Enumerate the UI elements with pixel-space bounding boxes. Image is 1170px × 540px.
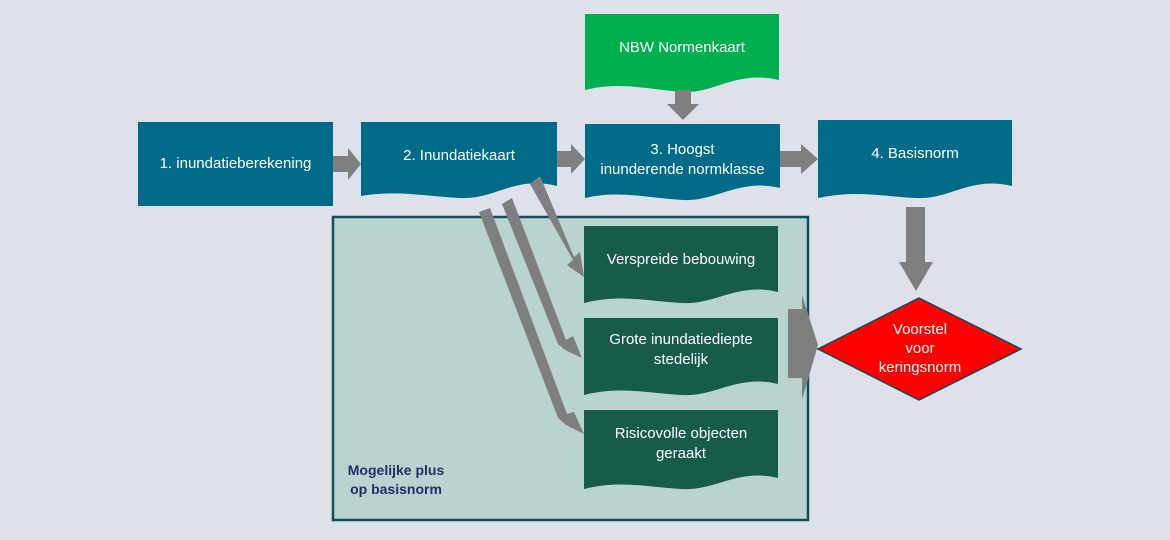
step1-shape — [138, 122, 333, 206]
verspreide-shape — [584, 226, 778, 304]
mogelijke-plus-label: Mogelijke plus op basisnorm — [340, 461, 452, 499]
arrow-step1-to-step2 — [333, 148, 361, 180]
group-label-line1: Mogelijke plus — [347, 462, 445, 478]
arrow-normenkaart-to-step3 — [667, 90, 699, 120]
arrow-step2-to-verspreide — [530, 176, 584, 277]
step3-shape — [585, 124, 780, 201]
arrow-step4-to-voorstel — [899, 207, 933, 291]
arrow-step2-to-grote — [502, 198, 582, 358]
arrow-step2-to-risico — [479, 208, 584, 434]
arrow-step3-to-step4 — [780, 144, 818, 174]
step2-shape — [361, 122, 557, 199]
group-label-line2: op basisnorm — [350, 481, 442, 497]
normenkaart-shape — [585, 14, 779, 93]
arrow-group-to-voorstel — [788, 295, 818, 400]
risico-shape — [584, 410, 778, 490]
arrow-step2-to-step3 — [557, 144, 585, 174]
voorstel-diamond — [816, 297, 1023, 401]
step4-shape — [818, 120, 1012, 199]
grote-shape — [584, 318, 778, 396]
